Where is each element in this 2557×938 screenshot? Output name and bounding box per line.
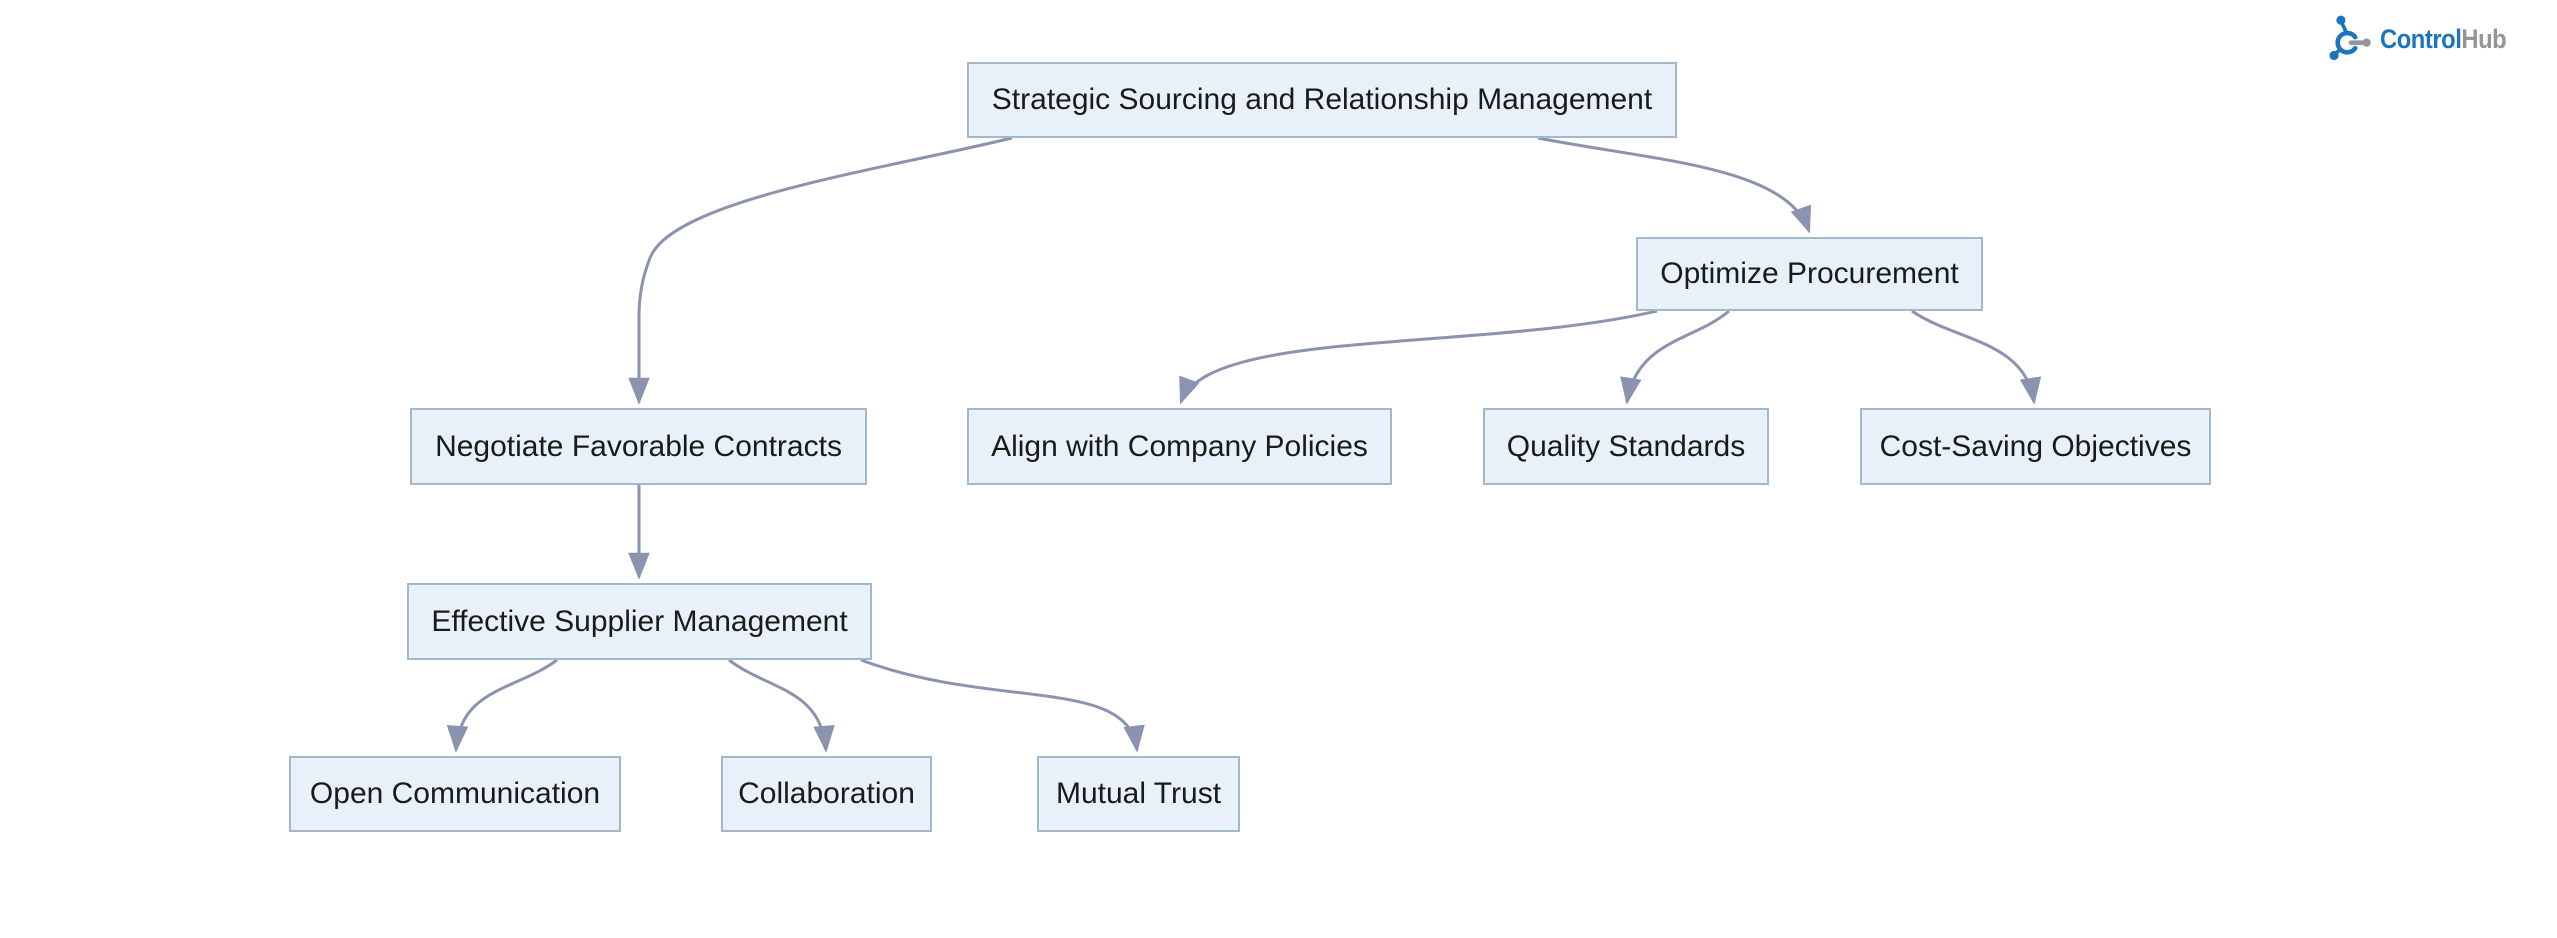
edge-root-to-negotiate	[628, 136, 1013, 405]
node-optimize-procurement: Optimize Procurement	[1636, 237, 1983, 311]
node-label: Mutual Trust	[1055, 777, 1222, 810]
node-open-communication: Open Communication	[289, 756, 621, 832]
edge-optimize-to-quality	[1620, 309, 1730, 405]
controlhub-hub-icon	[2328, 15, 2371, 61]
node-cost-saving-objectives: Cost-Saving Objectives	[1860, 408, 2211, 485]
edge-supplier-to-mutual-trust	[860, 658, 1145, 753]
edge-supplier-to-collaboration	[728, 658, 835, 753]
logo-text-hub: Hub	[2460, 23, 2506, 54]
node-label: Optimize Procurement	[1660, 257, 1959, 290]
edge-optimize-to-align	[1179, 309, 1658, 405]
node-label: Quality Standards	[1506, 429, 1746, 463]
logo-text-control: Control	[2379, 23, 2462, 54]
node-label: Negotiate Favorable Contracts	[435, 429, 842, 463]
node-strategic-sourcing: Strategic Sourcing and Relationship Mana…	[967, 62, 1677, 138]
node-label: Collaboration	[738, 777, 915, 810]
node-collaboration: Collaboration	[721, 756, 932, 832]
edge-supplier-to-open-communication	[446, 658, 558, 753]
node-align-with-company-policies: Align with Company Policies	[967, 408, 1392, 485]
node-quality-standards: Quality Standards	[1483, 408, 1769, 485]
node-label: Effective Supplier Management	[431, 604, 848, 638]
node-effective-supplier-management: Effective Supplier Management	[407, 583, 872, 660]
node-label: Open Communication	[309, 777, 601, 810]
controlhub-wordmark: ControlHub	[2379, 23, 2507, 55]
node-mutual-trust: Mutual Trust	[1037, 756, 1240, 832]
node-label: Align with Company Policies	[991, 429, 1368, 463]
node-negotiate-favorable-contracts: Negotiate Favorable Contracts	[410, 408, 867, 485]
edge-optimize-to-cost	[1911, 309, 2042, 405]
node-label: Strategic Sourcing and Relationship Mana…	[991, 83, 1653, 116]
edge-root-to-optimize	[1537, 136, 1812, 234]
node-label: Cost-Saving Objectives	[1879, 429, 2192, 463]
controlhub-logo: ControlHub	[2328, 14, 2523, 64]
